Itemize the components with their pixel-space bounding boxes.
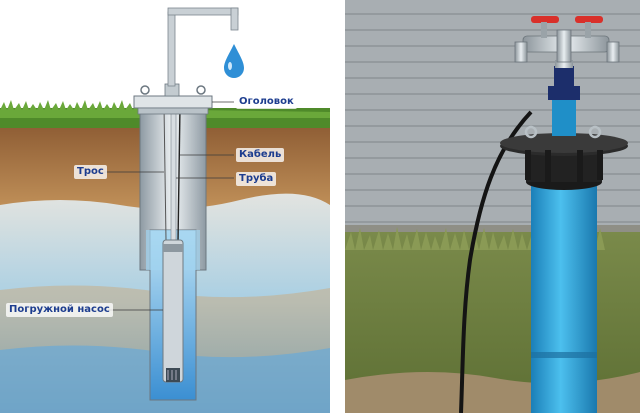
cable xyxy=(177,105,181,243)
label-pipe: Труба xyxy=(236,172,277,186)
well-head-photo xyxy=(345,0,640,413)
label-cable: Кабель xyxy=(236,148,285,162)
power-cable xyxy=(459,110,533,413)
faucet-icon xyxy=(167,7,239,87)
well-head xyxy=(133,95,213,109)
pipe xyxy=(170,101,177,243)
label-rope: Трос xyxy=(74,165,107,179)
well-head-photo-panel xyxy=(345,0,640,413)
well-diagram xyxy=(0,7,330,413)
pipe-fitting xyxy=(552,96,576,136)
label-head: Оголовок xyxy=(236,95,297,109)
submersible-pump xyxy=(162,239,184,383)
blue-casing-pipe xyxy=(531,182,597,413)
water-drop-icon xyxy=(224,44,244,78)
well-diagram-panel: Оголовок Кабель Труба Трос Погружной нас… xyxy=(0,7,330,413)
label-pump: Погружной насос xyxy=(6,303,113,317)
rope xyxy=(163,105,167,241)
valve-handle-icon xyxy=(575,16,603,23)
valve-handle-icon xyxy=(531,16,559,23)
